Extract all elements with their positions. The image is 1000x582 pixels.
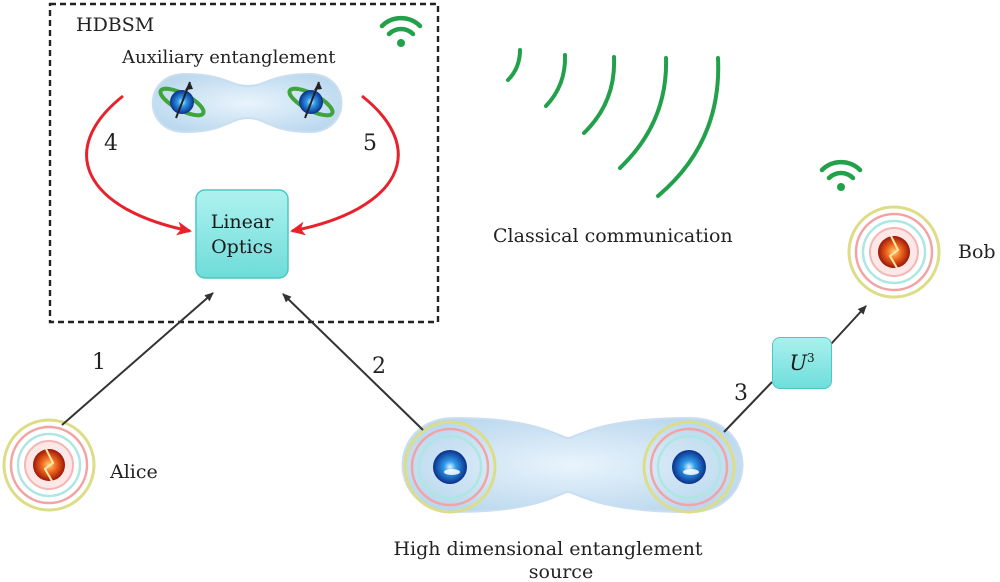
unitary-operation-box: U3 bbox=[772, 337, 832, 389]
source-label-line1: High dimensional entanglement bbox=[393, 538, 702, 560]
arrow-2 bbox=[282, 293, 424, 431]
hdbsm-label: HDBSM bbox=[76, 14, 154, 36]
linear-optics-line1: Linear bbox=[210, 211, 274, 233]
auxiliary-particle-right-icon bbox=[287, 81, 335, 119]
alice-label: Alice bbox=[109, 461, 158, 483]
wifi-icon bbox=[819, 159, 863, 191]
arrow-3b bbox=[830, 305, 867, 345]
linear-optics-label: Linear Optics bbox=[196, 210, 288, 260]
alice-particle-icon bbox=[2, 418, 96, 512]
auxiliary-label: Auxiliary entanglement bbox=[121, 47, 336, 68]
hdbsm-box bbox=[48, 2, 440, 324]
source-particle-left-icon bbox=[403, 420, 497, 514]
step-1: 1 bbox=[92, 350, 106, 375]
step-3: 3 bbox=[734, 381, 748, 406]
arrow-3a bbox=[723, 381, 773, 433]
source-label-line2: source bbox=[529, 561, 593, 582]
unitary-exponent: 3 bbox=[807, 351, 815, 365]
bob-label: Bob bbox=[958, 241, 996, 263]
unitary-label: U3 bbox=[773, 351, 831, 375]
step-5: 5 bbox=[363, 131, 377, 156]
red-arrow-5 bbox=[290, 94, 400, 236]
unitary-base: U bbox=[789, 351, 808, 375]
arrow-1 bbox=[61, 292, 214, 426]
bob-particle-icon bbox=[847, 205, 941, 299]
wifi-icon bbox=[379, 15, 423, 47]
signal-waves-icon bbox=[506, 48, 721, 198]
classical-communication-label: Classical communication bbox=[493, 225, 733, 247]
linear-optics-box bbox=[195, 189, 289, 279]
auxiliary-particle-left-icon bbox=[158, 81, 206, 119]
step-2: 2 bbox=[372, 354, 386, 379]
source-particle-right-icon bbox=[642, 420, 736, 514]
red-arrow-4 bbox=[85, 94, 192, 236]
step-4: 4 bbox=[104, 131, 118, 156]
linear-optics-line2: Optics bbox=[211, 236, 273, 258]
